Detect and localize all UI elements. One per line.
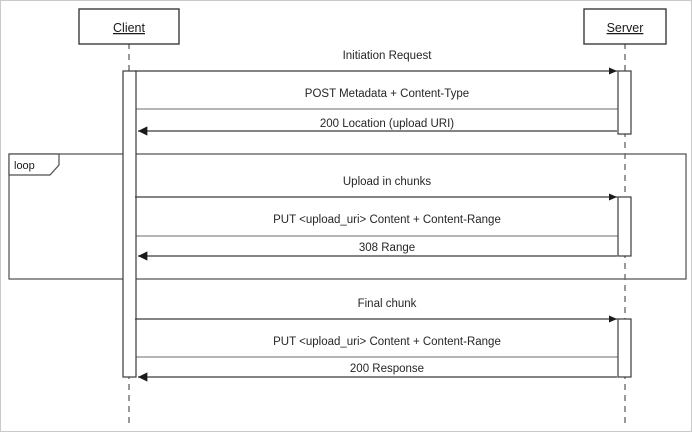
activation-bar-client bbox=[122, 70, 137, 378]
message-post-metadata: POST Metadata + Content-Type bbox=[135, 67, 617, 100]
message-200-location: 200 Location (upload URI) bbox=[138, 118, 617, 136]
message-200-response-label: 200 Response bbox=[350, 363, 424, 375]
message-308-range: 308 Range bbox=[138, 242, 617, 261]
note-final-chunk: Final chunk bbox=[358, 298, 417, 310]
actor-server-box bbox=[583, 8, 667, 45]
actor-client-box bbox=[78, 8, 180, 45]
activation-bar-server-initiation bbox=[617, 70, 632, 135]
message-200-response: 200 Response bbox=[138, 363, 617, 382]
actor-client[interactable]: Client bbox=[78, 8, 180, 45]
actor-client-label: Client bbox=[113, 21, 145, 35]
message-post-metadata-label: POST Metadata + Content-Type bbox=[305, 88, 469, 100]
loop-fragment: loop bbox=[8, 153, 687, 280]
note-initiation-request: Initiation Request bbox=[343, 50, 433, 62]
message-put-final-chunk: PUT <upload_uri> Content + Content-Range bbox=[135, 315, 617, 348]
message-200-location-label: 200 Location (upload URI) bbox=[320, 118, 454, 130]
message-308-range-label: 308 Range bbox=[359, 242, 415, 254]
activation-bars bbox=[122, 70, 632, 378]
note-upload-in-chunks: Upload in chunks bbox=[343, 176, 431, 188]
loop-fragment-label: loop bbox=[14, 160, 35, 172]
activation-bar-server-final bbox=[617, 318, 632, 378]
actor-server-label: Server bbox=[607, 21, 644, 35]
activation-bar-server-chunk bbox=[617, 196, 632, 257]
actor-server[interactable]: Server bbox=[583, 8, 667, 45]
message-put-final-chunk-label: PUT <upload_uri> Content + Content-Range bbox=[273, 336, 501, 348]
message-put-chunk: PUT <upload_uri> Content + Content-Range bbox=[135, 193, 617, 226]
message-put-chunk-label: PUT <upload_uri> Content + Content-Range bbox=[273, 214, 501, 226]
